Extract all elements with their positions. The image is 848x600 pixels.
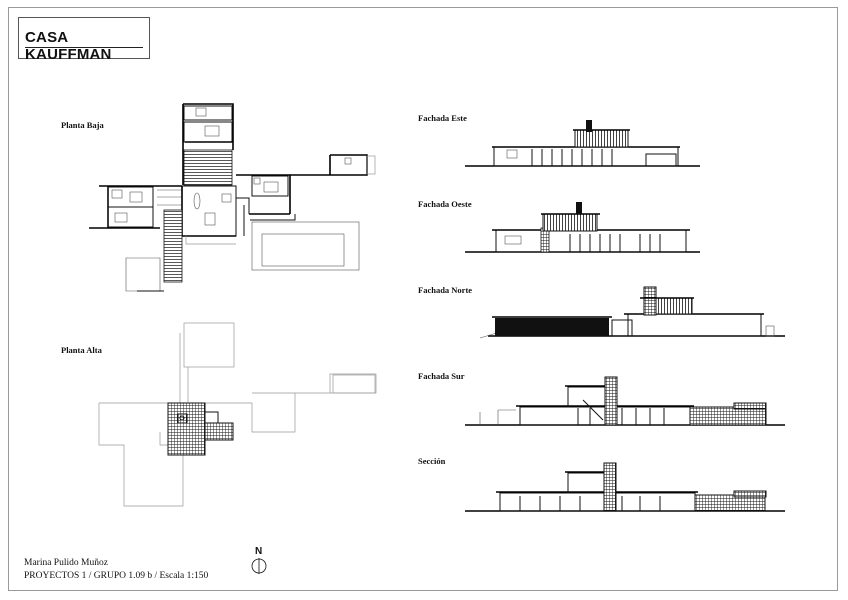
- ground-floor-plan: [89, 103, 376, 292]
- guest-fixture: [344, 157, 352, 165]
- east-garage: [645, 153, 677, 167]
- north-elevation: [479, 286, 785, 339]
- sheet-frame: [8, 7, 838, 591]
- west-elevation-label: Fachada Oeste: [418, 199, 472, 209]
- living-walls: [181, 186, 236, 237]
- north-upper-volume: [655, 297, 693, 315]
- south-stone-wall: [689, 406, 767, 426]
- pool-deck: [251, 221, 360, 271]
- south-elevation: [465, 376, 785, 426]
- upper-guest-roof: [332, 374, 376, 394]
- section-upper-volume: [567, 472, 605, 494]
- title-underline: [25, 47, 143, 48]
- section-drawing: [465, 462, 785, 512]
- chair: [221, 193, 232, 203]
- east-connect: [236, 197, 250, 214]
- dining-table: [193, 192, 201, 210]
- south-elevation-label: Fachada Sur: [418, 371, 465, 381]
- south-wall-cap: [733, 402, 767, 410]
- pool: [261, 233, 345, 267]
- pool-deck-edge: [250, 214, 296, 221]
- north-terrace-hatch: [183, 149, 233, 186]
- west-steps: [157, 189, 182, 206]
- west-room-2: [107, 206, 154, 228]
- south-chimney: [604, 376, 618, 426]
- east-elevation-label: Fachada Este: [418, 113, 467, 123]
- north-room-2: [183, 121, 233, 143]
- west-bed-2: [114, 212, 128, 223]
- east-main-body: [493, 146, 679, 167]
- west-elevation: [465, 202, 700, 253]
- west-bath: [111, 189, 123, 199]
- upper-walls: [170, 411, 219, 456]
- east-bath: [253, 177, 261, 185]
- north-east-body: [627, 313, 762, 337]
- north-dark-volume: [495, 318, 609, 336]
- north-room-1: [183, 105, 233, 121]
- east-upper-volume: [574, 129, 629, 148]
- north-arrow-icon: [251, 558, 267, 574]
- north-mid-body: [611, 319, 633, 337]
- south-stair-diagonal: [582, 399, 604, 421]
- east-window-mullions: [531, 149, 613, 166]
- author-name: Marina Pulido Muñoz: [24, 558, 108, 568]
- guest-terrace: [366, 155, 376, 175]
- north-elevation-label: Fachada Norte: [418, 285, 473, 295]
- north-wing-walls: [182, 103, 234, 185]
- section-walls: [519, 496, 661, 511]
- west-upper-volume: [542, 213, 598, 232]
- upper-roof-north: [183, 322, 235, 368]
- north-chimney: [643, 286, 657, 316]
- west-stone-wall: [540, 227, 550, 253]
- living-room: [181, 185, 237, 237]
- upper-floor-label: Planta Alta: [61, 345, 102, 355]
- east-bed: [263, 181, 279, 193]
- east-small-window: [506, 149, 518, 159]
- guest-wing-walls: [290, 154, 368, 176]
- west-small-window: [504, 235, 522, 245]
- east-chimney: [586, 120, 592, 132]
- upper-roof-lines: [179, 333, 189, 403]
- section-chimney: [603, 462, 617, 512]
- section-wall-cap: [733, 490, 767, 498]
- upper-terrace-east: [204, 422, 234, 441]
- north-end-post: [765, 325, 775, 337]
- bath-fixture: [195, 107, 207, 117]
- section-main-body: [499, 492, 696, 512]
- sheet-title: CASA KAUFFMAN: [25, 29, 112, 63]
- sofa: [204, 212, 216, 226]
- entry-line: [185, 236, 236, 245]
- west-terrace-hatch: [163, 209, 183, 283]
- pool-lower-terrace: [125, 257, 161, 292]
- west-chimney: [576, 202, 582, 214]
- chimney-flue-icon: [179, 415, 185, 421]
- south-west-fence: [479, 409, 516, 425]
- upper-terrace-hatched: [167, 402, 206, 456]
- section-label: Sección: [418, 456, 446, 466]
- ground-floor-label: Planta Baja: [61, 120, 104, 130]
- west-bed: [129, 191, 143, 203]
- title-block: CASA KAUFFMAN: [18, 17, 150, 63]
- east-room: [251, 175, 289, 197]
- south-openings: [577, 408, 665, 425]
- east-elevation: [465, 120, 700, 167]
- upper-chimney: [177, 413, 188, 424]
- west-main-body: [495, 229, 687, 253]
- upper-floor-plan: [98, 322, 377, 507]
- north-arrow-label: N: [255, 546, 263, 557]
- course-info: PROYECTOS 1 / GRUPO 1.09 b / Escala 1:15…: [24, 571, 209, 581]
- west-window-mullions: [569, 234, 661, 252]
- bed-1: [204, 125, 220, 137]
- section-stone-wall: [694, 494, 766, 512]
